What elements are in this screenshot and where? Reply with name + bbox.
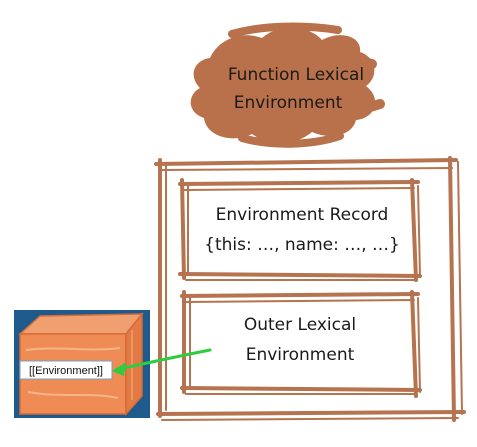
outer-environment-box bbox=[180, 290, 422, 398]
outer-environment-subtitle: Environment bbox=[246, 345, 355, 365]
outer-environment-title: Outer Lexical bbox=[244, 315, 356, 335]
environment-record-box bbox=[178, 178, 422, 282]
environment-slot-label: [[Environment]] bbox=[29, 365, 103, 377]
title-line-1: Function Lexical bbox=[228, 65, 364, 85]
environment-record-contents: {this: …, name: …, …} bbox=[204, 235, 400, 255]
environment-reference-arrow bbox=[112, 348, 212, 376]
function-object-box bbox=[14, 310, 150, 418]
environment-record-title: Environment Record bbox=[216, 205, 389, 225]
title-scribble-blob bbox=[190, 22, 385, 148]
title-line-2: Environment bbox=[234, 93, 343, 113]
function-environment-frame bbox=[154, 156, 466, 422]
